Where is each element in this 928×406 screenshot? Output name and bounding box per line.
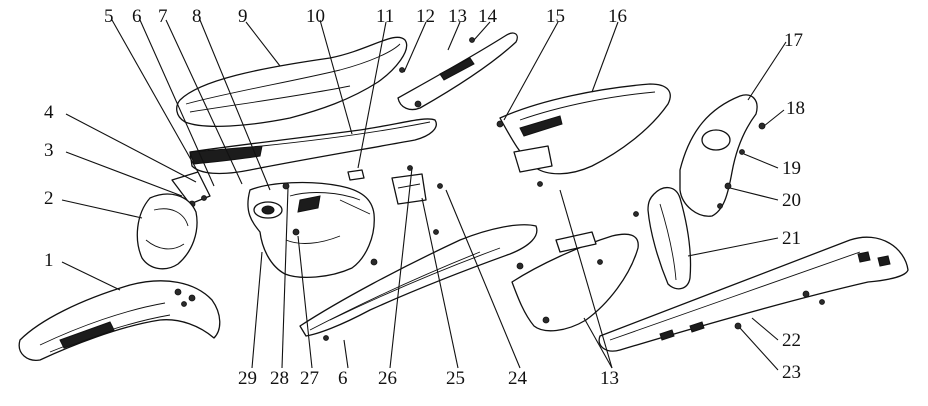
callout-25: 25	[446, 368, 465, 389]
part-chain-guard	[598, 236, 909, 352]
callout-22: 22	[782, 330, 801, 351]
part-rear-fender	[496, 83, 671, 187]
callout-6-top: 6	[132, 6, 142, 27]
callout-9: 9	[238, 6, 248, 27]
callout-4: 4	[44, 102, 54, 123]
callout-3: 3	[44, 140, 54, 161]
part-side-cover-strip	[189, 118, 437, 175]
callout-19: 19	[782, 158, 801, 179]
callout-28: 28	[270, 368, 289, 389]
callout-13-top: 13	[448, 6, 467, 27]
callout-8: 8	[192, 6, 202, 27]
callout-18: 18	[786, 98, 805, 119]
callout-1: 1	[44, 250, 54, 271]
callout-20: 20	[782, 190, 801, 211]
callout-2: 2	[44, 188, 54, 209]
part-fuel-tank	[247, 181, 375, 278]
part-number-plate	[136, 193, 198, 270]
callout-12: 12	[416, 6, 435, 27]
callout-26: 26	[378, 368, 397, 389]
callout-23: 23	[782, 362, 801, 383]
callout-15: 15	[546, 6, 565, 27]
callout-21: 21	[782, 228, 801, 249]
callout-17: 17	[784, 30, 803, 51]
callout-labels: 1 2 3 4 5 6 7 8 9 10 11 12 13 14 15 16 1…	[44, 6, 805, 389]
callout-10: 10	[306, 6, 325, 27]
part-rear-mudguard-bracket	[679, 94, 766, 217]
part-mudflap	[633, 187, 692, 290]
part-side-panel	[511, 231, 639, 332]
part-tank-bracket	[391, 165, 443, 205]
part-tank-bolts	[282, 169, 365, 236]
part-upper-rear-cover	[397, 32, 518, 111]
callout-11: 11	[376, 6, 394, 27]
callout-27: 27	[300, 368, 319, 389]
callout-16: 16	[608, 6, 627, 27]
leader-lines	[61, 19, 787, 371]
part-front-fender	[18, 280, 221, 361]
callout-6-bottom: 6	[338, 368, 348, 389]
callout-24: 24	[508, 368, 528, 389]
part-side-shroud	[299, 224, 538, 341]
part-seat	[176, 36, 408, 128]
callout-13-bottom: 13	[600, 368, 619, 389]
callout-5: 5	[104, 6, 114, 27]
callout-7: 7	[158, 6, 168, 27]
callout-14: 14	[478, 6, 498, 27]
callout-29: 29	[238, 368, 257, 389]
